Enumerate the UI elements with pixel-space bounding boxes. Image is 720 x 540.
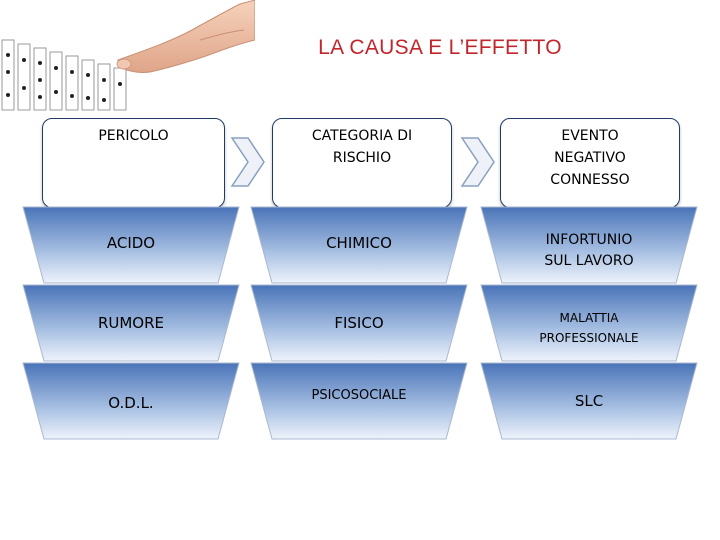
- cell-evento-1: INFORTUNIO SUL LAVORO: [544, 232, 634, 269]
- header-evento-line-2: NEGATIVO: [554, 150, 626, 166]
- trapezoid-acido: ACIDO: [22, 206, 240, 284]
- cell-categoria-1: CHIMICO: [326, 234, 392, 252]
- chevron-right-icon: [230, 137, 265, 187]
- cell-pericolo-2: RUMORE: [97, 314, 165, 332]
- trapezoid-malattia: MALATTIA PROFESSIONALE: [480, 284, 698, 362]
- cell-evento-2: MALATTIA PROFESSIONALE: [539, 311, 639, 345]
- header-categoria-rischio: CATEGORIA DI RISCHIO: [272, 118, 452, 208]
- page-title: LA CAUSA E L’EFFETTO: [318, 36, 562, 59]
- header-evento-line-1: EVENTO: [561, 128, 619, 144]
- trapezoid-psicosociale: PSICOSOCIALE: [250, 362, 468, 440]
- cell-categoria-2: FISICO: [334, 314, 384, 332]
- cell-categoria-3: PSICOSOCIALE: [311, 388, 407, 403]
- header-evento-line-3: CONNESSO: [550, 172, 630, 188]
- trapezoid-slc: SLC: [480, 362, 698, 440]
- trapezoid-rumore: RUMORE: [22, 284, 240, 362]
- cell-pericolo-3: O.D.L.: [108, 394, 154, 412]
- trapezoid-chimico: CHIMICO: [250, 206, 468, 284]
- header-categoria-line-2: RISCHIO: [332, 150, 392, 166]
- chevron-right-icon: [460, 137, 495, 187]
- cell-evento-3: SLC: [574, 392, 604, 410]
- header-pericolo: PERICOLO: [42, 118, 225, 208]
- header-evento-negativo: EVENTO NEGATIVO CONNESSO: [500, 118, 680, 208]
- header-pericolo-line: PERICOLO: [98, 128, 169, 144]
- trapezoid-fisico: FISICO: [250, 284, 468, 362]
- domino-hand-image: [0, 0, 255, 118]
- cell-pericolo-1: ACIDO: [106, 234, 156, 252]
- header-categoria-line-1: CATEGORIA DI: [311, 128, 413, 144]
- trapezoid-infortunio: INFORTUNIO SUL LAVORO: [480, 206, 698, 284]
- trapezoid-odl: O.D.L.: [22, 362, 240, 440]
